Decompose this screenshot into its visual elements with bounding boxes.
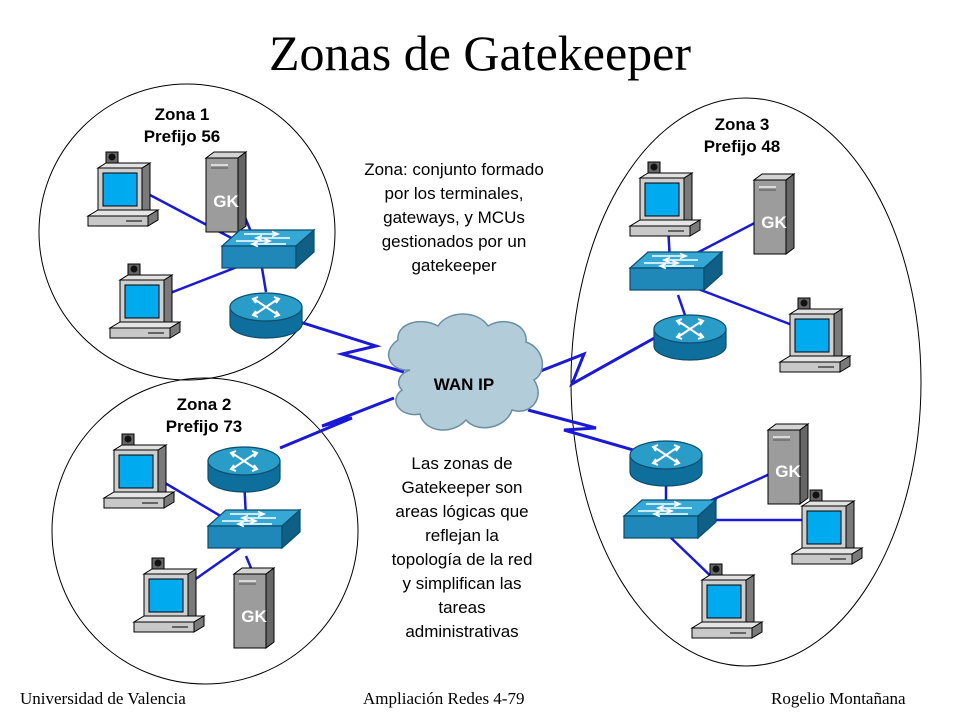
note-bottom-line: y simplifican las bbox=[402, 574, 522, 593]
terminal-icon bbox=[133, 557, 205, 633]
note-bottom-line: Las zonas de bbox=[411, 454, 513, 473]
terminal-icon bbox=[629, 161, 701, 237]
wan-label: WAN IP bbox=[434, 375, 494, 394]
note-bottom-line: Gatekeeper son bbox=[401, 478, 523, 497]
gatekeeper-server-icon: GK bbox=[233, 567, 275, 649]
wan-links bbox=[279, 320, 659, 454]
switch-icon bbox=[629, 251, 723, 291]
zone-2-label: Zona 2 Prefijo 73 bbox=[124, 394, 284, 438]
note-bottom-line: reflejan la bbox=[425, 526, 499, 545]
zone-definition-note: Zona: conjunto formado por los terminale… bbox=[326, 158, 582, 278]
note-bottom-line: tareas bbox=[438, 598, 486, 617]
gatekeeper-server-icon: GK bbox=[205, 151, 247, 233]
gatekeeper-server-icon: GK bbox=[767, 423, 809, 505]
terminal-icon bbox=[691, 563, 763, 639]
zone-3-name: Zona 3 bbox=[714, 115, 770, 134]
note-bottom-line: administrativas bbox=[405, 622, 519, 641]
router-icon bbox=[653, 314, 727, 361]
gk-label: GK bbox=[775, 462, 801, 481]
footer-course: Ampliación Redes 4-79 bbox=[363, 689, 525, 708]
slide-title: Zonas de Gatekeeper bbox=[269, 25, 691, 81]
zone-2-boundary bbox=[51, 377, 359, 685]
note-top-line: gateways, y MCUs bbox=[383, 208, 525, 227]
footer-author: Rogelio Montañana bbox=[771, 689, 906, 708]
zone-1-label: Zona 1 Prefijo 56 bbox=[102, 104, 262, 148]
gatekeeper-server-icon: GK bbox=[753, 173, 795, 255]
terminal-icon bbox=[87, 151, 159, 227]
switch-icon bbox=[207, 509, 301, 549]
terminal-icon bbox=[109, 263, 181, 339]
wan-cloud: WAN IP bbox=[387, 313, 544, 431]
router-icon bbox=[629, 440, 703, 487]
note-bottom-line: areas lógicas que bbox=[395, 502, 529, 521]
zones-logic-note: Las zonas de Gatekeeper son areas lógica… bbox=[362, 452, 562, 644]
zone-2-prefix: Prefijo 73 bbox=[165, 417, 243, 436]
zone-3-prefix: Prefijo 48 bbox=[703, 137, 781, 156]
gk-label: GK bbox=[241, 607, 267, 626]
gk-label: GK bbox=[213, 192, 239, 211]
zone-1-name: Zona 1 bbox=[154, 105, 210, 124]
zone-1-prefix: Prefijo 56 bbox=[143, 127, 221, 146]
footer-university: Universidad de Valencia bbox=[20, 689, 186, 708]
gk-label: GK bbox=[761, 213, 787, 232]
zone-2-name: Zona 2 bbox=[176, 395, 232, 414]
router-icon bbox=[229, 292, 303, 339]
terminal-icon bbox=[103, 433, 175, 509]
note-top-line: Zona: conjunto formado bbox=[364, 160, 544, 179]
note-top-line: por los terminales, bbox=[384, 184, 524, 203]
zone-1-boundary bbox=[38, 83, 336, 381]
note-top-line: gestionados por un bbox=[381, 232, 527, 251]
note-top-line: gatekeeper bbox=[411, 256, 497, 275]
terminal-icon bbox=[779, 297, 851, 373]
router-icon bbox=[207, 446, 281, 493]
switch-icon bbox=[221, 229, 315, 269]
zone-3-label: Zona 3 Prefijo 48 bbox=[662, 114, 822, 158]
zone-3-boundary bbox=[570, 97, 922, 667]
switch-icon bbox=[623, 499, 717, 539]
note-bottom-line: topología de la red bbox=[391, 550, 533, 569]
